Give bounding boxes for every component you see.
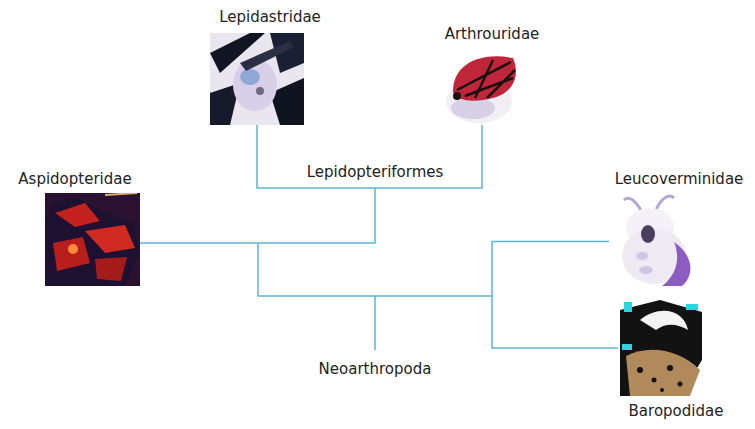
creature-illustration [620, 300, 702, 396]
clade-name: Neoarthropoda [316, 360, 435, 379]
taxon-node: Aspidopteridae [6, 170, 144, 286]
taxon-node: Baropodidae [618, 300, 734, 421]
creature-illustration [443, 52, 521, 125]
taxon-node: Lepidastridae [198, 8, 342, 125]
clade-name: Lepidopteriformes [304, 163, 447, 182]
branch-line [140, 188, 375, 243]
taxon-node: Arthrouridae [430, 25, 554, 125]
creature-illustration [45, 193, 140, 286]
creature-illustration [210, 33, 304, 125]
taxon-name: Baropodidae [618, 402, 734, 421]
branch-line [258, 243, 492, 296]
taxon-node: Leucoverminidae [609, 170, 749, 289]
taxon-name: Arthrouridae [430, 25, 554, 44]
branch-connector [492, 242, 618, 349]
branch-connector [257, 125, 482, 188]
taxon-name: Aspidopteridae [6, 170, 144, 189]
taxon-name: Lepidastridae [198, 8, 342, 27]
taxon-name: Leucoverminidae [609, 170, 749, 189]
creature-illustration [612, 194, 700, 289]
root-line [374, 296, 376, 350]
